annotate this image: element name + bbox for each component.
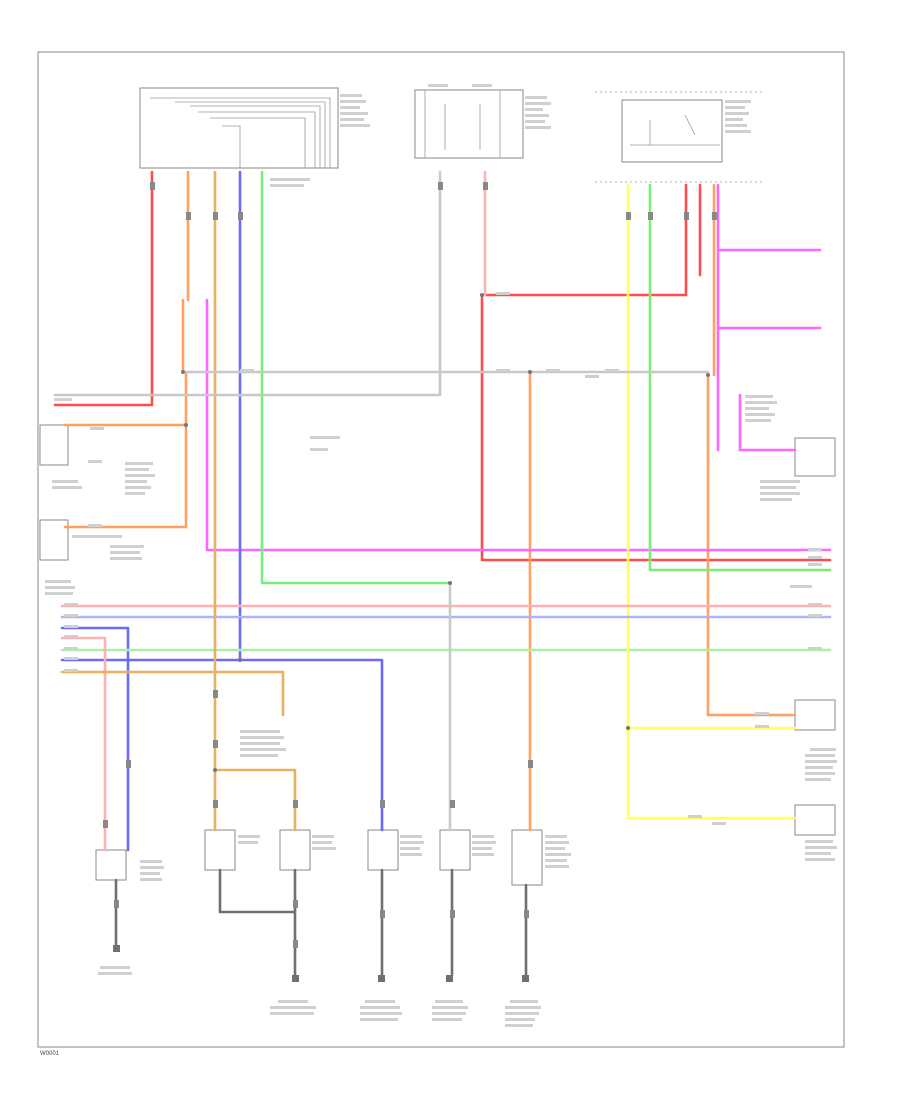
- connector-right-1: [794, 437, 836, 477]
- splice-points: [181, 293, 710, 772]
- lamp-2: [279, 829, 311, 871]
- lamp-5: [511, 829, 543, 886]
- wire-magenta-main: [205, 298, 832, 552]
- lamp-left: [95, 849, 127, 881]
- left-switch-1: [39, 424, 69, 466]
- wire-grey-1: [53, 170, 442, 397]
- wire-magenta-right-3: [738, 393, 797, 452]
- wire-blue-bottom: [60, 658, 384, 832]
- lamp-3: [367, 829, 399, 871]
- fuse-block-top: [414, 89, 524, 159]
- wires: [53, 170, 832, 977]
- connector-pins: [103, 182, 717, 948]
- lamp-4: [439, 829, 471, 871]
- wire-ground-2: [218, 868, 297, 977]
- connector-right-2: [794, 699, 836, 731]
- relay-module-top-right: [621, 99, 723, 163]
- components: [39, 87, 836, 982]
- ground-symbols: [113, 945, 529, 982]
- module-top-left-internal: [150, 97, 331, 168]
- diagram-frame: [37, 51, 845, 1048]
- wire-green-top: [260, 170, 452, 585]
- wire-orange-left: [63, 170, 190, 427]
- wire-orange-left-2: [63, 423, 188, 529]
- diagram-code: W0001: [40, 1051, 60, 1057]
- module-top-left: [139, 87, 339, 169]
- left-switch-2: [39, 519, 69, 561]
- wire-tan-2: [60, 670, 285, 717]
- fine-print-marks: [45, 84, 837, 1027]
- connector-right-3: [794, 804, 836, 836]
- lamp-1: [204, 829, 236, 871]
- wire-yellow-right: [626, 183, 797, 820]
- wire-red-left: [53, 170, 154, 407]
- wire-blue-left: [60, 626, 130, 852]
- wire-green-right: [648, 183, 832, 572]
- wire-tan-3: [213, 768, 297, 832]
